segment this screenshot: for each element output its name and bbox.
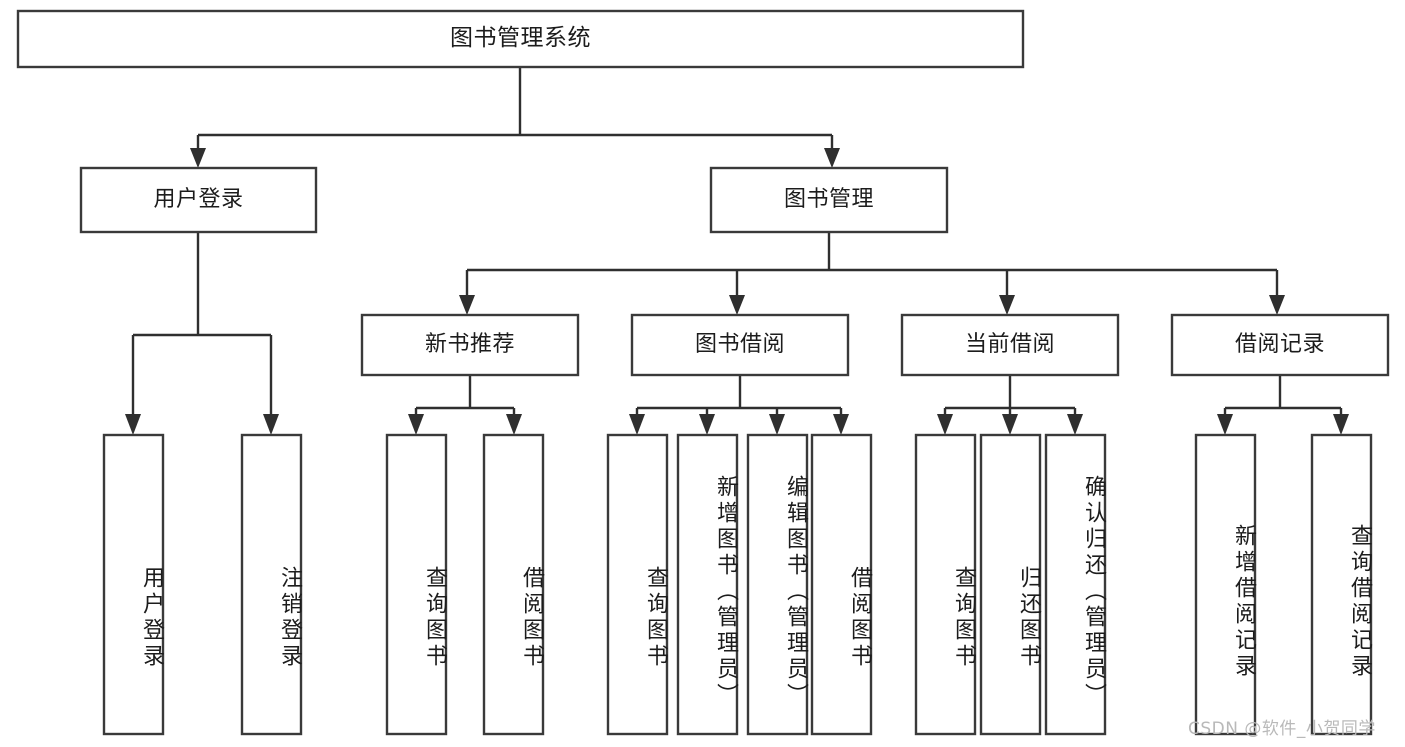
node-box-leaf[interactable] [102, 433, 165, 736]
arrow-head-icon [1269, 295, 1285, 315]
arrow-head-icon [263, 414, 279, 435]
node-box-leaf[interactable] [385, 433, 448, 736]
arrow-head-icon [1067, 414, 1083, 435]
connector-currentborrow-to-leaves [937, 375, 1083, 435]
arrow-head-icon [729, 295, 745, 315]
node-box-borrow-record[interactable] [1170, 313, 1390, 377]
connector-newbook-to-leaves [408, 375, 522, 435]
connector-borrowrecord-to-leaves [1217, 375, 1349, 435]
node-box-leaf[interactable] [979, 433, 1042, 736]
arrow-head-icon [824, 148, 840, 168]
arrow-head-icon [1002, 414, 1018, 435]
arrow-head-icon [769, 414, 785, 435]
node-box-new-book-recommend[interactable] [360, 313, 580, 377]
node-box-leaf[interactable] [1044, 433, 1107, 736]
node-box-leaf[interactable] [1194, 433, 1257, 736]
connector-bookborrow-to-leaves [629, 375, 849, 435]
node-box-book-borrow[interactable] [630, 313, 850, 377]
arrow-head-icon [629, 414, 645, 435]
node-box-leaf[interactable] [606, 433, 669, 736]
arrow-head-icon [190, 148, 206, 168]
connector-userlogin-to-leaves [125, 232, 279, 435]
arrow-head-icon [1333, 414, 1349, 435]
arrow-head-icon [408, 414, 424, 435]
node-box-root[interactable] [16, 9, 1025, 69]
node-box-book-management[interactable] [709, 166, 949, 234]
node-box-leaf[interactable] [240, 433, 303, 736]
arrow-head-icon [1217, 414, 1233, 435]
arrow-head-icon [506, 414, 522, 435]
connector-bookmgmt-to-level3 [459, 232, 1285, 315]
arrow-head-icon [699, 414, 715, 435]
node-box-user-login[interactable] [79, 166, 318, 234]
node-box-leaf[interactable] [914, 433, 977, 736]
node-box-current-borrow[interactable] [900, 313, 1120, 377]
arrow-head-icon [459, 295, 475, 315]
node-box-leaf[interactable] [676, 433, 739, 736]
node-box-leaf[interactable] [1310, 433, 1373, 736]
arrow-head-icon [999, 295, 1015, 315]
csdn-watermark: CSDN @软件_小贺同学 [1188, 719, 1376, 739]
node-box-leaf[interactable] [482, 433, 545, 736]
connector-root-to-level2 [190, 67, 840, 168]
node-box-leaf[interactable] [810, 433, 873, 736]
arrow-head-icon [125, 414, 141, 435]
arrow-head-icon [833, 414, 849, 435]
node-box-leaf[interactable] [746, 433, 809, 736]
arrow-head-icon [937, 414, 953, 435]
